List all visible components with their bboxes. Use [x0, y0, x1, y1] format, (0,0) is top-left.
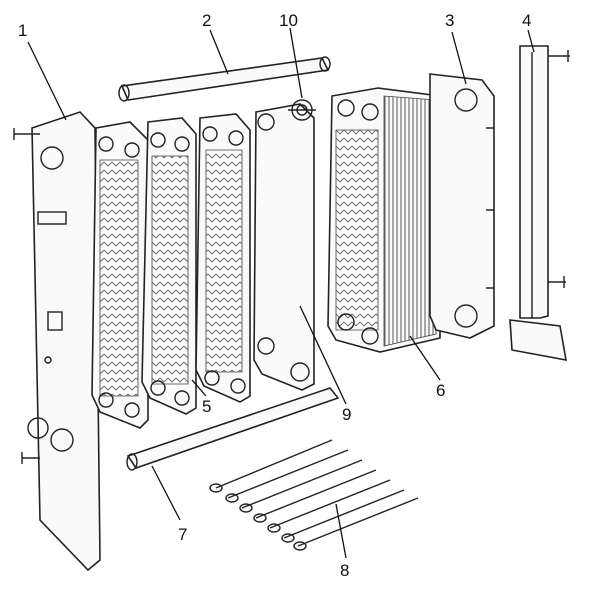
label-8: 8 — [340, 561, 349, 580]
leader-lines — [27, 27, 535, 559]
label-10: 10 — [279, 11, 298, 30]
leader-4 — [527, 29, 535, 53]
plate-3 — [195, 113, 251, 403]
frame-plate — [13, 111, 101, 572]
label-4: 4 — [522, 11, 531, 30]
port-connection — [288, 99, 316, 121]
guide-bar — [126, 387, 340, 471]
leader-6 — [409, 335, 441, 381]
leader-1 — [27, 41, 67, 121]
leader-2 — [209, 29, 229, 75]
label-9: 9 — [342, 405, 351, 424]
pressure-plate — [429, 73, 495, 339]
leader-7 — [151, 465, 181, 521]
plate-pack — [327, 87, 441, 353]
label-5: 5 — [202, 397, 211, 416]
label-2: 2 — [202, 11, 211, 30]
leader-5 — [191, 379, 207, 397]
heat-transfer-plates — [91, 113, 251, 429]
label-3: 3 — [445, 11, 454, 30]
leader-10 — [289, 27, 303, 99]
leader-8 — [335, 503, 347, 559]
tightening-bolts — [209, 439, 419, 551]
label-6: 6 — [436, 381, 445, 400]
plate-1 — [91, 121, 149, 429]
leader-3 — [451, 31, 467, 85]
part-labels: 1 2 3 4 5 6 7 8 9 10 — [18, 11, 531, 580]
end-plate — [253, 103, 315, 391]
support-column — [509, 45, 570, 361]
leader-9 — [299, 305, 347, 405]
label-7: 7 — [178, 525, 187, 544]
plate-2 — [141, 117, 197, 415]
label-1: 1 — [18, 21, 27, 40]
carrying-bar — [118, 56, 331, 102]
